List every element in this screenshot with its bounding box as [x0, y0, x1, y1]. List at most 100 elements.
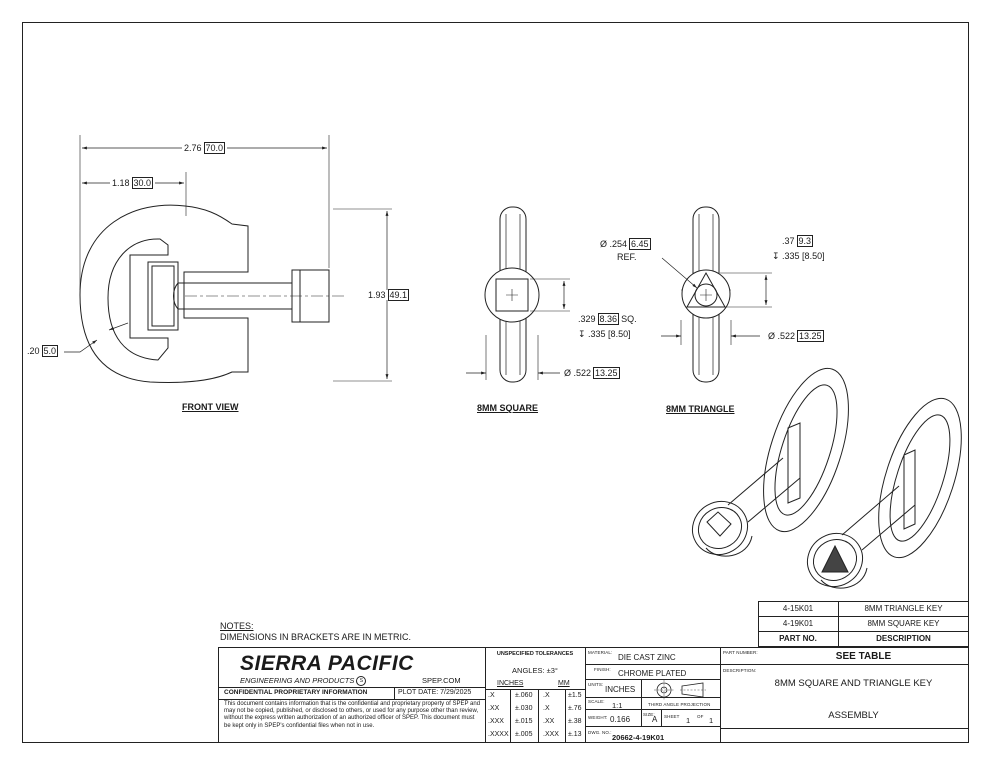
title-block-divider	[641, 679, 642, 709]
dim-value-mm: 13.25	[595, 368, 618, 378]
size-value: A	[652, 715, 658, 724]
part-number-label: PART NUMBER:	[723, 650, 758, 655]
tolerance-row: ±.060	[515, 692, 533, 699]
units-value: INCHES	[605, 685, 636, 694]
finish-label: FINISH:	[594, 667, 611, 672]
title-block-divider	[661, 709, 662, 726]
tolerance-divider	[565, 689, 566, 743]
tolerance-row: .XX	[488, 705, 500, 712]
dim-value-mm: 9.3	[798, 236, 812, 246]
tolerance-header-divider	[486, 689, 585, 690]
tolerance-row: .X	[543, 692, 550, 699]
title-block-divider	[394, 687, 395, 699]
title-block-divider	[218, 687, 485, 688]
front-view-drawing	[64, 135, 392, 383]
triangle-depth-dim-b: ↧ .335 [8.50]	[772, 251, 825, 261]
company-website: SPEP.COM	[422, 676, 461, 685]
dwg-no-label: DWG. NO.:	[588, 730, 612, 735]
dim-bracket: 5.0	[41, 345, 59, 357]
dim-value: .329	[578, 314, 596, 324]
dim-value-mm: 49.1	[389, 290, 408, 300]
dim-value-mm: 13.25	[799, 331, 822, 341]
company-subtitle: ENGINEERING AND PRODUCTS S	[240, 676, 367, 687]
parts-table-frame	[758, 601, 969, 647]
weight-label: WEIGHT:	[588, 715, 608, 720]
triangle-ref-label: REF.	[617, 252, 637, 262]
dim-value-mm: 30.0	[133, 178, 152, 188]
title-block-divider	[585, 726, 720, 727]
dim-bracket: 13.25	[593, 367, 620, 379]
confidential-text: This document contains information that …	[224, 701, 481, 729]
dim-bracket: 8.36	[597, 313, 620, 325]
description-label: DESCRIPTION:	[723, 668, 757, 673]
material-value: DIE CAST ZINC	[618, 653, 676, 662]
description-line-1: 8MM SQUARE AND TRIANGLE KEY	[774, 678, 933, 689]
weight-value: 0.166	[610, 715, 631, 724]
title-block-divider	[585, 709, 720, 710]
parts-row-divider	[758, 631, 969, 632]
dim-suffix: SQ.	[621, 314, 637, 324]
company-mark-letter: S	[359, 678, 364, 685]
title-block-divider	[585, 647, 586, 743]
parts-row-divider	[758, 616, 969, 617]
sheet-total-value: 1	[709, 716, 714, 725]
dim-value-mm: 5.0	[43, 346, 57, 356]
tolerance-divider	[510, 689, 511, 743]
dim-bracket: 9.3	[796, 235, 814, 247]
triangle-view-title: 8MM TRIANGLE	[666, 404, 735, 414]
tolerance-row: ±.38	[568, 718, 582, 725]
dim-bracket: 13.25	[797, 330, 824, 342]
title-block-frame	[218, 647, 969, 743]
plot-date: PLOT DATE: 7/29/2025	[398, 689, 472, 696]
tolerance-row: ±1.5	[568, 692, 582, 699]
dim-bracket: 70.0	[203, 142, 226, 154]
front-view-title: FRONT VIEW	[182, 402, 239, 412]
title-block-divider	[585, 679, 720, 680]
tolerances-title: UNSPECIFIED TOLERANCES	[496, 651, 574, 657]
sheet-label: SHEET	[664, 714, 680, 719]
title-block-divider	[641, 709, 642, 726]
tolerance-row: .XXX	[488, 718, 504, 725]
title-block-divider	[720, 728, 969, 729]
square-depth-dim: ↧ .335 [8.50]	[578, 329, 631, 339]
company-mark-icon: S	[356, 676, 367, 687]
table-header-part-no: PART NO.	[779, 634, 817, 643]
dim-value: 2.76	[184, 143, 202, 153]
notes-line: DIMENSIONS IN BRACKETS ARE IN METRIC.	[220, 632, 412, 642]
parts-table: 4-15K01 8MM TRIANGLE KEY 4-19K01 8MM SQU…	[758, 601, 969, 647]
tolerance-row: ±.030	[515, 705, 533, 712]
size-label: SIZE:	[643, 712, 655, 717]
dim-value: 1.18	[112, 178, 130, 188]
tolerance-row: ±.015	[515, 718, 533, 725]
square-view-title: 8MM SQUARE	[477, 403, 539, 413]
scale-value: 1:1	[612, 701, 623, 710]
dim-value: .20	[27, 346, 40, 356]
square-end-view-drawing	[466, 206, 570, 383]
tolerances-inches-header: INCHES	[497, 680, 524, 687]
title-block: SIERRA PACIFIC ENGINEERING AND PRODUCTS …	[218, 647, 969, 743]
dim-bracket: 6.45	[629, 238, 651, 250]
projection-label: THIRD ANGLE PROJECTION	[648, 702, 711, 707]
dim-value: Ø .522	[564, 368, 592, 378]
tolerance-row: .XXX	[543, 731, 559, 738]
tolerance-row: .X	[543, 705, 550, 712]
iso-triangle-key	[806, 397, 962, 589]
tolerance-row: .X	[488, 692, 495, 699]
dwg-no-value: 20662-4-19K01	[612, 733, 665, 742]
title-block-divider	[218, 699, 485, 700]
tolerance-row: ±.005	[515, 731, 533, 738]
scale-label: SCALE:	[588, 699, 605, 704]
iso-square-key	[691, 367, 849, 557]
tolerance-divider	[538, 689, 539, 743]
confidential-title: CONFIDENTIAL PROPRIETARY INFORMATION	[224, 689, 368, 696]
dim-bracket: 49.1	[387, 289, 410, 301]
table-header-description: DESCRIPTION	[876, 634, 931, 643]
